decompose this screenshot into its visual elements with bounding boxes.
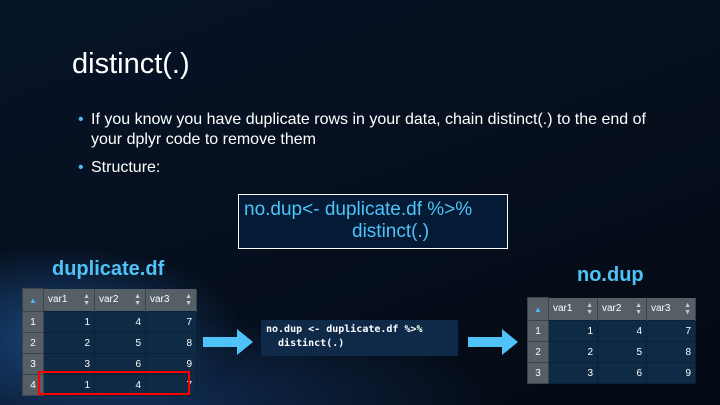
sort-arrows-icon[interactable]: ▲▼ [586, 301, 593, 316]
column-name: var3 [150, 294, 170, 306]
table-header-row: ▲ var1 ▲▼ var2 ▲▼ var3 ▲▼ [527, 297, 696, 321]
sort-icon[interactable]: ▲ [22, 288, 44, 312]
code-line: no.dup<- duplicate.df %>% [244, 199, 473, 220]
sort-arrows-icon[interactable]: ▲▼ [684, 301, 691, 316]
table-cell: 6 [94, 353, 146, 375]
code-line: no.dup <- duplicate.df %>% [266, 324, 423, 335]
column-name: var2 [99, 294, 119, 306]
table-cell: 6 [597, 362, 647, 384]
column-header[interactable]: var2 ▲▼ [597, 297, 647, 321]
right-arrow-icon [203, 329, 253, 355]
table-cell: 7 [145, 374, 197, 396]
column-header[interactable]: var1 ▲▼ [43, 288, 95, 312]
bullet-item: Structure: [78, 158, 678, 178]
left-table-label: duplicate.df [52, 258, 165, 280]
table-cell: 7 [646, 320, 696, 342]
table-cell: 8 [646, 341, 696, 363]
row-number: 2 [22, 332, 44, 354]
table-cell: 1 [43, 374, 95, 396]
slide-title: distinct(.) [72, 48, 190, 80]
table-cell: 2 [548, 341, 598, 363]
table-cell: 9 [646, 362, 696, 384]
column-header[interactable]: var3 ▲▼ [145, 288, 197, 312]
sort-icon[interactable]: ▲ [527, 297, 549, 321]
column-name: var1 [553, 303, 573, 315]
table-cell: 2 [43, 332, 95, 354]
sort-arrows-icon[interactable]: ▲▼ [185, 292, 192, 307]
table-cell: 4 [94, 311, 146, 333]
structure-code-box: no.dup<- duplicate.df %>% distinct(.) [238, 194, 508, 249]
row-number: 3 [527, 362, 549, 384]
table-cell: 9 [145, 353, 197, 375]
table-cell: 5 [597, 341, 647, 363]
column-header[interactable]: var3 ▲▼ [646, 297, 696, 321]
table-cell: 3 [548, 362, 598, 384]
sort-arrows-icon[interactable]: ▲▼ [635, 301, 642, 316]
row-number: 2 [527, 341, 549, 363]
code-line: distinct(.) [266, 338, 345, 349]
right-table-label: no.dup [577, 264, 644, 286]
code-line: distinct(.) [352, 221, 430, 242]
row-number: 1 [22, 311, 44, 333]
row-number: 1 [527, 320, 549, 342]
column-header[interactable]: var1 ▲▼ [548, 297, 598, 321]
sort-arrows-icon[interactable]: ▲▼ [83, 292, 90, 307]
table-cell: 8 [145, 332, 197, 354]
column-name: var1 [48, 294, 68, 306]
column-name: var3 [651, 303, 671, 315]
duplicate-row-highlight [38, 371, 190, 395]
column-name: var2 [602, 303, 622, 315]
table-cell: 3 [43, 353, 95, 375]
sort-arrows-icon[interactable]: ▲▼ [134, 292, 141, 307]
table-cell: 4 [597, 320, 647, 342]
table-cell: 1 [43, 311, 95, 333]
right-arrow-icon [468, 329, 518, 355]
bullet-item: If you know you have duplicate rows in y… [78, 110, 678, 150]
column-header[interactable]: var2 ▲▼ [94, 288, 146, 312]
table-cell: 7 [145, 311, 197, 333]
table-cell: 4 [94, 374, 146, 396]
dplyr-code-snippet: no.dup <- duplicate.df %>% distinct(.) [261, 320, 458, 356]
table-header-row: ▲ var1 ▲▼ var2 ▲▼ var3 ▲▼ [22, 288, 197, 312]
bullet-list: If you know you have duplicate rows in y… [78, 110, 678, 186]
table-cell: 5 [94, 332, 146, 354]
table-cell: 1 [548, 320, 598, 342]
